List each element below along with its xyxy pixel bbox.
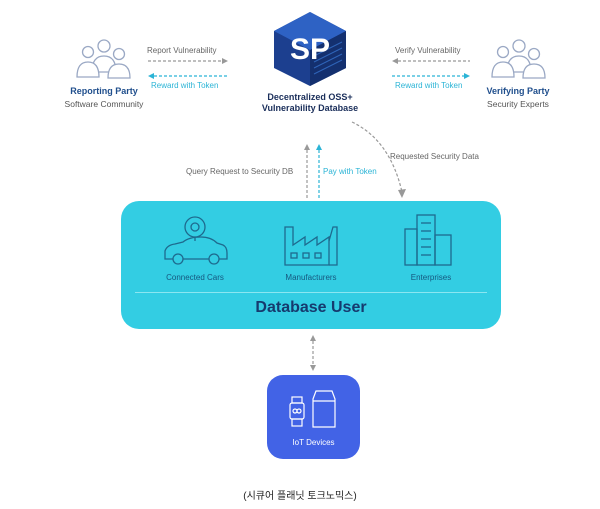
logo-cube-icon: SP [274, 12, 346, 86]
buildings-icon [404, 214, 452, 266]
car-camera-icon [164, 216, 228, 265]
phone-icon [312, 390, 336, 428]
iot-arrow [310, 335, 316, 371]
report-arrow [148, 58, 228, 64]
user-item-manufacturers: Manufacturers [285, 273, 337, 282]
reward-left-arrow [148, 73, 228, 79]
user-item-enterprises: Enterprises [410, 273, 452, 282]
requested-data-label: Requested Security Data [390, 152, 479, 161]
iot-devices-box: IoT Devices [267, 375, 360, 459]
db-title-line1: Decentralized OSS+ [267, 92, 353, 102]
reporting-people-icon [76, 39, 131, 79]
query-label: Query Request to Security DB [186, 167, 294, 176]
factory-icon [284, 226, 338, 266]
reporting-party-title: Reporting Party [70, 86, 138, 96]
smartwatch-icon [289, 396, 305, 427]
pay-arrow [316, 144, 322, 200]
report-vulnerability-label: Report Vulnerability [147, 46, 217, 55]
reward-right-label: Reward with Token [395, 81, 463, 90]
requested-data-arrow [351, 121, 406, 198]
user-divider [135, 292, 487, 293]
verifying-party-title: Verifying Party [486, 86, 550, 96]
caption: (시큐어 플래닛 토크노믹스) [243, 491, 357, 502]
verify-vulnerability-label: Verify Vulnerability [395, 46, 461, 55]
reward-left-label: Reward with Token [151, 81, 219, 90]
logo-text: SP [290, 33, 330, 66]
user-item-connected-cars: Connected Cars [166, 273, 224, 282]
iot-devices-label: IoT Devices [292, 438, 335, 447]
query-arrow [304, 144, 310, 200]
database-user-box: Connected Cars Manufacturers Enterprises… [121, 201, 501, 329]
verify-arrow [392, 58, 470, 64]
verifying-party-subtitle: Security Experts [487, 99, 549, 109]
reporting-party-subtitle: Software Community [64, 99, 144, 109]
reward-right-arrow [392, 73, 470, 79]
pay-label: Pay with Token [323, 167, 377, 176]
verifying-people-icon [491, 39, 546, 79]
db-title-line2: Vulnerability Database [261, 103, 359, 113]
database-user-title: Database User [255, 299, 367, 316]
